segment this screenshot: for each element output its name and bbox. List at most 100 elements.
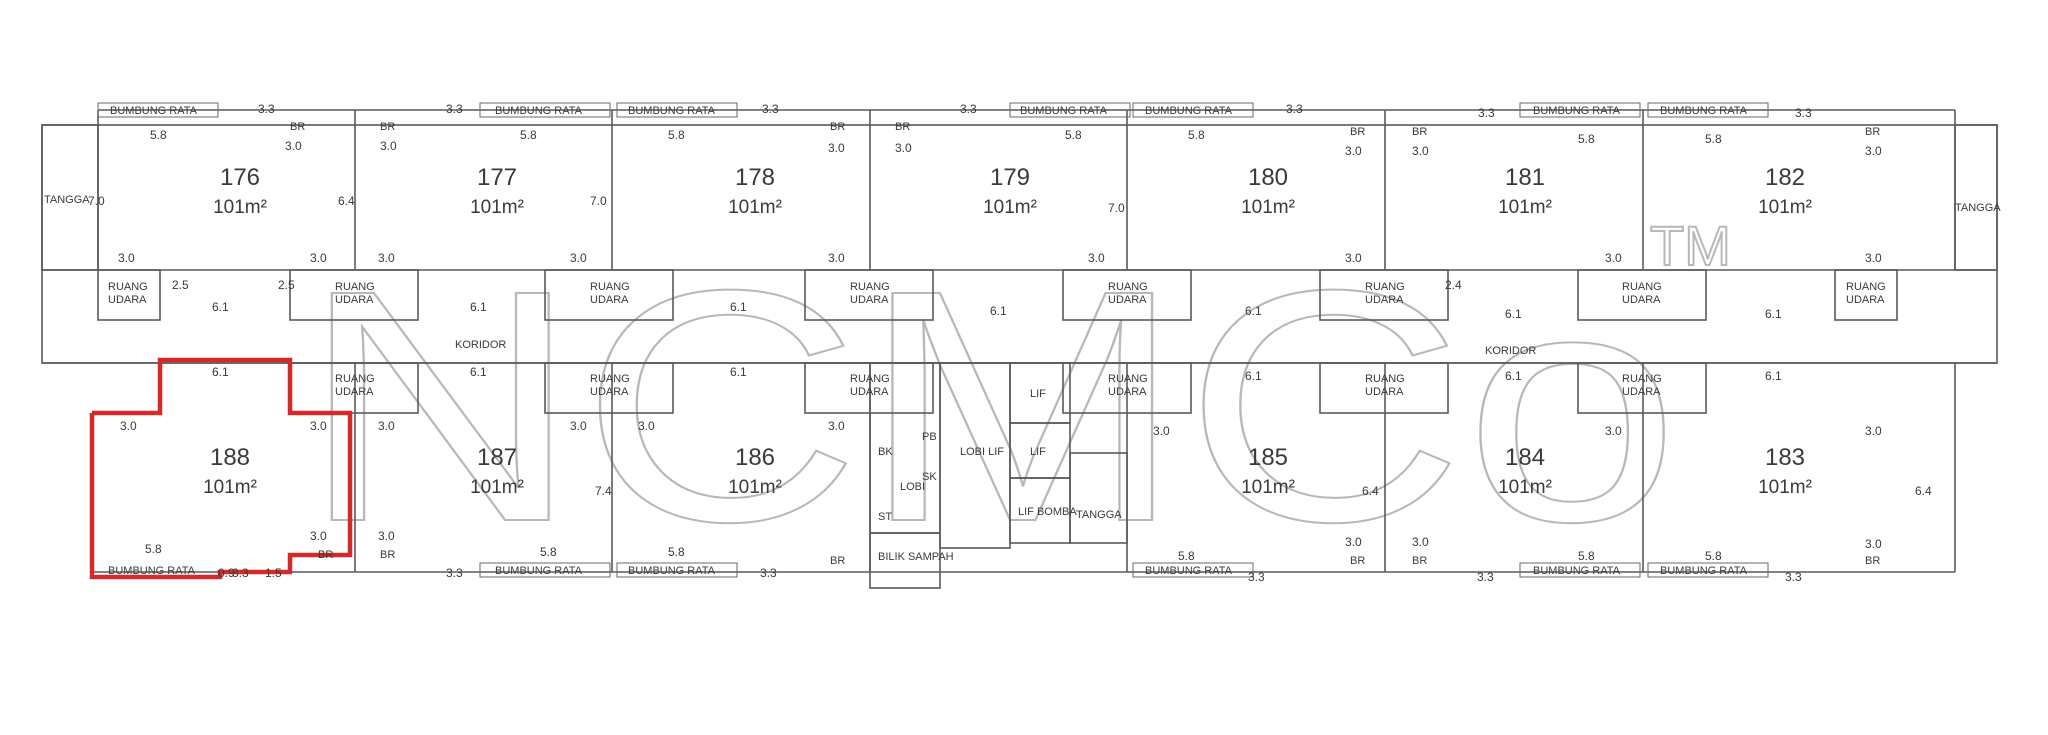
dimensions: 5.8 5.8 5.8 5.8 5.8 5.8 5.8 3.0 3.0 3.0 … [88, 102, 1932, 584]
dimension: 3.3 [232, 566, 249, 580]
br-label: BR [380, 549, 395, 561]
dimension: 3.3 [446, 566, 463, 580]
ruang-udara-label: RUANG [335, 281, 375, 293]
bumbung-rata-label: BUMBUNG RATA [1145, 565, 1233, 577]
ruang-udara-label: UDARA [335, 294, 374, 306]
dimension: 3.3 [760, 566, 777, 580]
koridor-label-right: KORIDOR [1485, 345, 1536, 357]
ruang-udara-label: RUANG [335, 373, 375, 385]
ruang-udara-label: UDARA [108, 294, 147, 306]
unit-number: 182 [1765, 164, 1805, 191]
bumbung-rata-label: BUMBUNG RATA [1660, 565, 1748, 577]
ruang-udara-label: UDARA [590, 294, 629, 306]
ruang-udara-label: RUANG [1108, 281, 1148, 293]
dimension: 2.5 [172, 278, 189, 292]
unit-area: 101m² [728, 477, 782, 498]
dimension: 3.3 [1286, 102, 1303, 116]
dimension: 5.8 [1705, 549, 1722, 563]
ruang-udara-label: UDARA [850, 386, 889, 398]
dimension: 7.0 [590, 194, 607, 208]
dimension: 3.0 [1865, 144, 1882, 158]
bilik-sampah-label: BILIK SAMPAH [878, 551, 954, 563]
lif-label: LIF [1030, 388, 1046, 400]
dimension: 6.4 [338, 194, 355, 208]
dimension: 3.0 [828, 141, 845, 155]
unit-number: 185 [1248, 444, 1288, 471]
ruang-udara-label: RUANG [1108, 373, 1148, 385]
dimension: 6.1 [730, 300, 747, 314]
unit-number: 184 [1505, 444, 1545, 471]
unit-area: 101m² [470, 197, 524, 218]
unit-number: 178 [735, 164, 775, 191]
dimension: 3.0 [310, 529, 327, 543]
dimension: 6.4 [1362, 484, 1379, 498]
ruang-udara-label: RUANG [1365, 281, 1405, 293]
dimension: 3.0 [1088, 251, 1105, 265]
dimension: 3.0 [380, 139, 397, 153]
dimension: 7.4 [595, 484, 612, 498]
tangga-label-left: TANGGA [44, 194, 90, 206]
lobi-label: LOBI [900, 481, 925, 493]
ruang-udara-label: RUANG [590, 281, 630, 293]
unit-number: 179 [990, 164, 1030, 191]
lobi-lif-label: LOBI LIF [960, 446, 1004, 458]
dimension: 3.0 [1153, 424, 1170, 438]
dimension: 3.0 [570, 419, 587, 433]
unit-number: 186 [735, 444, 775, 471]
br-label: BR [1412, 555, 1427, 567]
ruang-udara-label: UDARA [1108, 294, 1147, 306]
dimension: 3.0 [310, 419, 327, 433]
unit-number: 177 [477, 164, 517, 191]
bumbung-rata-label: BUMBUNG RATA [495, 105, 583, 117]
bottom-units: 188 101m² 187 101m² 186 101m² 185 101m² … [203, 444, 1812, 498]
dimension: 3.3 [446, 102, 463, 116]
ruang-udara-label: UDARA [1846, 294, 1885, 306]
selected-unit-outline [89, 357, 353, 580]
dimension: 3.3 [1795, 106, 1812, 120]
dimension: 3.0 [118, 251, 135, 265]
dimension: 7.0 [88, 194, 105, 208]
dimension: 3.0 [310, 251, 327, 265]
ruang-udara-label: RUANG [850, 281, 890, 293]
air-well-labels: RUANG UDARA RUANG UDARA RUANG UDARA RUAN… [108, 281, 1886, 398]
unit-area: 101m² [1241, 197, 1295, 218]
dimension: 6.1 [1505, 307, 1522, 321]
dimension: 3.3 [258, 102, 275, 116]
dimension: 3.0 [1412, 535, 1429, 549]
dimension: 1.5 [265, 566, 282, 580]
unit-area: 101m² [1241, 477, 1295, 498]
dimension: 6.1 [1505, 369, 1522, 383]
bumbung-rata-label: BUMBUNG RATA [1660, 105, 1748, 117]
dimension: 5.8 [1065, 128, 1082, 142]
ruang-udara-label: UDARA [850, 294, 889, 306]
dimension: 6.1 [1245, 369, 1262, 383]
dimension: 3.0 [828, 251, 845, 265]
dimension: 3.3 [960, 102, 977, 116]
dimension: 6.1 [990, 304, 1007, 318]
unit-area: 101m² [728, 197, 782, 218]
dimension: 3.0 [828, 419, 845, 433]
dimension: 3.0 [1865, 424, 1882, 438]
unit-number: 188 [210, 444, 250, 471]
dimension: 5.8 [668, 545, 685, 559]
roof-strips-bottom [479, 562, 1769, 578]
top-units: 176 101m² 177 101m² 178 101m² 179 101m² … [213, 164, 1812, 218]
ruang-udara-label: RUANG [850, 373, 890, 385]
dimension: 6.1 [1765, 369, 1782, 383]
ruang-udara-label: UDARA [590, 386, 629, 398]
bumbung-rata-label: BUMBUNG RATA [1533, 565, 1621, 577]
dimension: 6.1 [1765, 307, 1782, 321]
lif-label: LIF [1030, 446, 1046, 458]
dimension: 5.8 [150, 128, 167, 142]
dimension: 3.0 [1605, 251, 1622, 265]
ruang-udara-label: UDARA [1622, 386, 1661, 398]
unit-area: 101m² [203, 477, 257, 498]
dimension: 3.0 [638, 419, 655, 433]
dimension: 3.0 [1412, 144, 1429, 158]
dimension: 3.3 [1248, 570, 1265, 584]
watermark-trademark: TM [1650, 214, 1731, 277]
dimension: 5.8 [520, 128, 537, 142]
ruang-udara-label: UDARA [335, 386, 374, 398]
dimension: 2.4 [1445, 278, 1462, 292]
